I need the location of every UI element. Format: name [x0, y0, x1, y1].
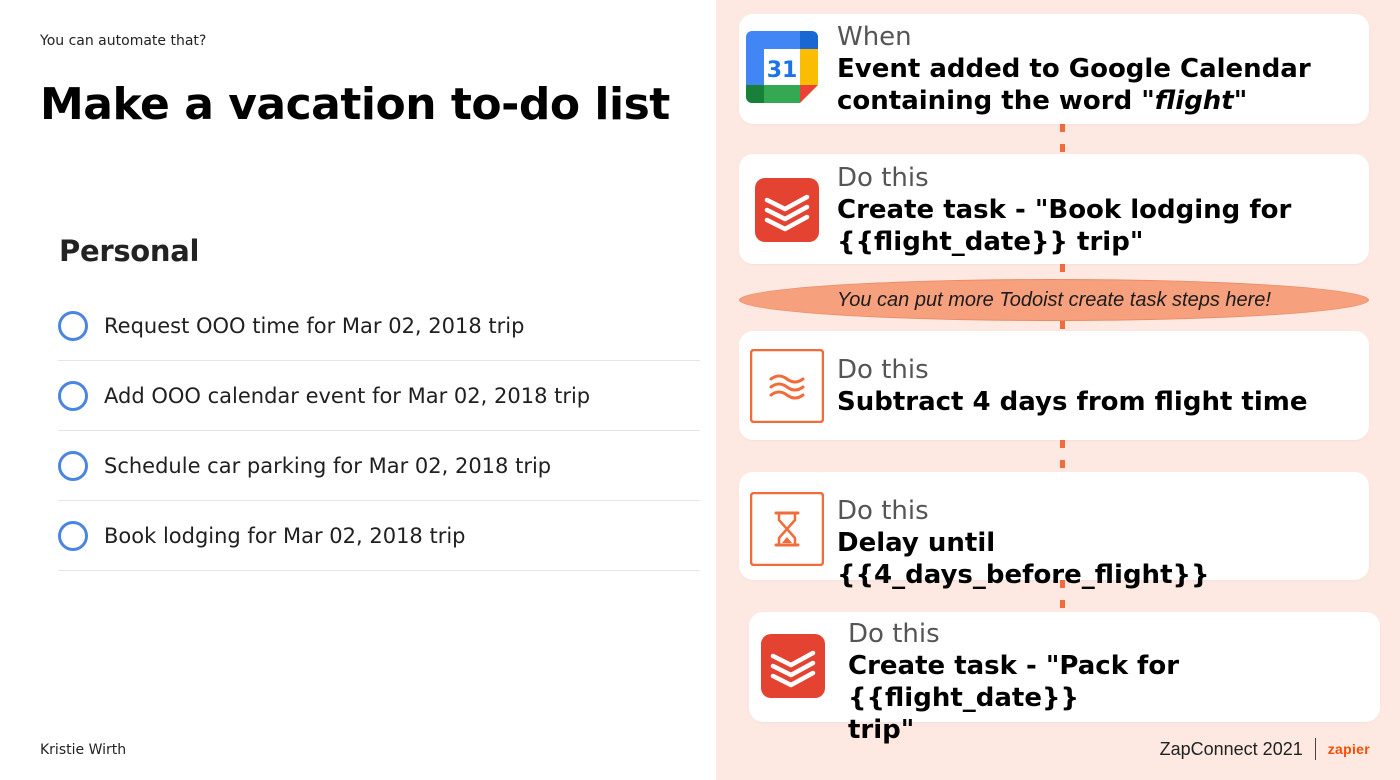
step-title-keyword: "flight" — [1141, 86, 1248, 116]
todo-item: Schedule car parking for Mar 02, 2018 tr… — [58, 431, 700, 501]
step-title: Create task - "Book lodging for {{flight… — [837, 194, 1357, 258]
workflow-step-todoist-2[interactable]: Do this Create task - "Pack for {{flight… — [749, 612, 1380, 745]
zapier-logo: zapier — [1327, 741, 1370, 757]
more-steps-banner: You can put more Todoist create task ste… — [739, 279, 1369, 321]
slide-kicker: You can automate that? — [40, 33, 207, 49]
step-title-line: containing the word "flight" — [837, 85, 1357, 117]
todo-item: Add OOO calendar event for Mar 02, 2018 … — [58, 361, 700, 431]
step-title: Create task - "Pack for {{flight_date}} … — [848, 650, 1373, 746]
workflow-step-formatter[interactable]: Do this Subtract 4 days from flight time — [739, 331, 1369, 440]
todo-item: Request OOO time for Mar 02, 2018 trip — [58, 291, 700, 361]
presenter-name: Kristie Wirth — [40, 742, 127, 758]
step-title: Delay until {{4_days_before_flight}} — [837, 527, 1362, 591]
step-title-line: {{flight_date}} trip" — [837, 227, 1144, 257]
workflow-step-trigger[interactable]: 31 When Event added to Google Calendar c… — [739, 14, 1369, 124]
step-label: Do this — [848, 619, 940, 649]
step-title: Event added to Google Calendar containin… — [837, 53, 1357, 117]
todo-item: Book lodging for Mar 02, 2018 trip — [58, 501, 700, 571]
step-title-line: Create task - "Pack for {{flight_date}} — [848, 651, 1180, 713]
todo-item-label[interactable]: Schedule car parking for Mar 02, 2018 tr… — [104, 453, 552, 478]
step-label: Do this — [837, 355, 929, 385]
calendar-date-number: 31 — [767, 58, 798, 83]
slide-left-panel: You can automate that? Make a vacation t… — [40, 33, 700, 758]
step-title-line: Event added to Google Calendar — [837, 54, 1311, 84]
task-checkbox[interactable] — [58, 380, 88, 411]
slide-footer: ZapConnect 2021 zapier — [1160, 738, 1370, 760]
footer-divider — [1314, 738, 1316, 760]
todoist-icon — [761, 634, 825, 698]
slide-headline: Make a vacation to-do list — [40, 79, 670, 130]
task-checkbox[interactable] — [58, 310, 88, 341]
step-title-text: containing the word — [837, 86, 1142, 116]
task-checkbox[interactable] — [58, 450, 88, 481]
step-title-line: trip" — [848, 715, 915, 745]
todoist-icon — [755, 178, 819, 242]
workflow-step-delay[interactable]: Do this Delay until {{4_days_before_flig… — [739, 472, 1369, 590]
banner-text: You can put more Todoist create task ste… — [837, 288, 1271, 311]
workflow-step-todoist-1[interactable]: Do this Create task - "Book lodging for … — [739, 154, 1369, 264]
task-checkbox[interactable] — [58, 520, 88, 551]
event-name: ZapConnect 2021 — [1159, 738, 1303, 759]
step-connector — [1060, 440, 1065, 472]
step-connector — [1060, 580, 1065, 612]
step-title-line: Subtract 4 days from flight time — [837, 387, 1308, 417]
todo-section-title: Personal — [59, 234, 200, 268]
step-label: When — [837, 22, 912, 52]
step-connector — [1060, 124, 1065, 156]
step-title-line: Delay until {{4_days_before_flight}} — [837, 528, 1210, 590]
step-connector — [1060, 321, 1065, 331]
todo-item-label[interactable]: Book lodging for Mar 02, 2018 trip — [104, 523, 466, 548]
step-title-line: Create task - "Book lodging for — [837, 195, 1292, 225]
step-label: Do this — [837, 496, 929, 526]
todo-item-label[interactable]: Request OOO time for Mar 02, 2018 trip — [104, 313, 525, 338]
step-title: Subtract 4 days from flight time — [837, 386, 1357, 418]
hourglass-icon — [749, 491, 825, 567]
step-connector — [1060, 264, 1065, 280]
formatter-icon — [749, 348, 825, 424]
step-label: Do this — [837, 163, 929, 193]
todo-list: Request OOO time for Mar 02, 2018 trip A… — [58, 291, 700, 571]
google-calendar-icon: 31 — [746, 31, 818, 103]
todo-item-label[interactable]: Add OOO calendar event for Mar 02, 2018 … — [104, 383, 591, 408]
